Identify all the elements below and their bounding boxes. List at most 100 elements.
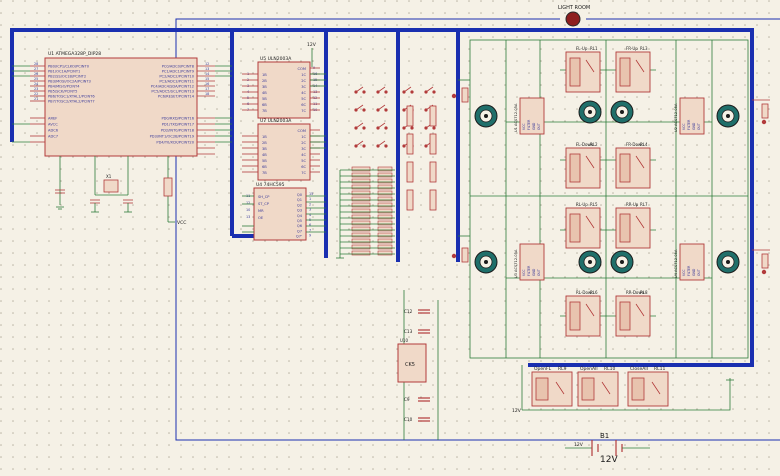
resistor-network — [351, 166, 371, 172]
mcu-pin-stubs — [30, 65, 215, 155]
sensor-pin-label: OUT — [537, 269, 541, 276]
mcu-pin-number: 21 — [34, 97, 38, 101]
right-edge-switches — [752, 99, 770, 275]
relay-ref: RL1 — [590, 46, 598, 51]
switch-contact — [384, 90, 388, 94]
motor-icon — [474, 250, 498, 274]
relay-ref: RL5 — [590, 202, 598, 207]
mcu-pin-label: ADC7 — [48, 135, 58, 139]
sensor-ref: U2 ACS712-05A — [674, 103, 678, 132]
capacitor-ref: C9 — [404, 397, 410, 402]
mcu-pin-label: PB1/OC1A/PCINT1 — [48, 70, 80, 74]
mcu-pin-label: PC6/RESET/PCINT14 — [158, 95, 195, 99]
mcu-pin-label: ADC6 — [48, 129, 59, 133]
relay-label: FR-Down — [626, 142, 644, 147]
mcu-pin-label: PB5/SCK/PCINT5 — [48, 90, 77, 94]
shift-register-pin-label: MR — [258, 209, 264, 213]
driver-pin-label: 2C — [301, 141, 306, 145]
regulator-label: U10 — [400, 338, 408, 343]
driver-top-voltage: 12V — [307, 42, 317, 48]
shift-register-pin-number: 2 — [309, 202, 311, 206]
mcu-pin-label: AVCC — [48, 123, 58, 127]
switch-matrix — [351, 86, 437, 256]
driver-pin-label: 3B — [262, 147, 267, 151]
relay-coil — [619, 301, 631, 331]
mcu-pin-label: PB2/SS/OC1B/PCINT2 — [48, 75, 86, 79]
mcu-pin-number: 18 — [205, 92, 209, 96]
resistor-network — [351, 226, 371, 232]
shift-register-pin-number: 6 — [309, 223, 311, 227]
mcu-pin-label: PD1/TXD/PCINT17 — [162, 123, 194, 127]
shift-register-pin-label: Q4 — [297, 214, 303, 218]
shift-register-pin-label: Q7' — [296, 235, 302, 239]
relay-label: FR-Up — [626, 46, 638, 51]
sensor-pin-label: GND — [532, 122, 536, 130]
resistor-network — [351, 220, 371, 226]
mcu-pin-number: 16 — [205, 82, 209, 86]
resistor-network — [351, 214, 371, 220]
driver-pin-label: 4B — [262, 91, 267, 95]
relay-label: RR-Up — [626, 202, 639, 207]
resistor-network — [351, 184, 371, 190]
relay-contact — [585, 155, 595, 169]
shift-register-pin-label: Q5 — [297, 219, 302, 223]
sensor-ref: U4 ACS712-05A — [674, 249, 678, 278]
motor-icon — [716, 104, 740, 128]
resistor-network — [377, 232, 393, 238]
light-room-lamp: LIGHT ROOM — [558, 5, 590, 27]
mcu-pin-label: PC0/ADC0/PCINT8 — [162, 65, 195, 69]
left-edge-switches — [451, 87, 469, 263]
resistor-network — [351, 178, 371, 184]
relay-contact — [635, 59, 645, 73]
mcu-pin-label: PC2/ADC2/PCINT10 — [159, 75, 194, 79]
sensor-pin-label: GND — [692, 268, 696, 276]
resistor-network — [377, 202, 393, 208]
driver-pin-label: 1B — [262, 135, 267, 139]
shift-register-pin-number: 13 — [246, 215, 250, 219]
mcu-pin-label: PB4/MISO/PCINT4 — [48, 85, 80, 89]
switch-lever — [377, 122, 386, 129]
shift-register-pin-label: OE — [258, 216, 264, 220]
resistor-network — [377, 178, 393, 184]
relay-ref: RL8 — [640, 290, 648, 295]
driver-pin-label: 5C — [301, 97, 306, 101]
relay-coil — [569, 301, 581, 331]
switch-wires — [336, 169, 395, 259]
resistor-network — [377, 190, 393, 196]
battery-12v-label: 12V — [574, 442, 584, 448]
mcu-title: U1 ATMEGA328P_DIP28 — [48, 51, 101, 57]
switch-lever — [355, 86, 364, 93]
switch-contact — [410, 126, 414, 130]
mcu-pin-number: 26 — [34, 72, 38, 76]
driver-pin-label: 7C — [301, 109, 306, 113]
sensor-pin-label: OUT — [697, 123, 701, 130]
pulldown-resistor — [406, 161, 414, 183]
relay-coil — [569, 57, 581, 87]
relay-contact — [585, 215, 595, 229]
sensor-pin-label: FILTER — [527, 119, 531, 130]
motor-icon — [474, 104, 498, 128]
relay-ref: RL7 — [640, 202, 648, 207]
relay-label: FL-Up — [576, 46, 588, 51]
switch-contact — [432, 90, 436, 94]
relay-ref: RL3 — [640, 46, 648, 51]
sensor-pin-label: VCC — [522, 269, 526, 276]
resistor-network — [351, 196, 371, 202]
relay-label: FL-Down — [576, 142, 594, 147]
switch-contact — [362, 144, 366, 148]
mcu-pin-number: 24 — [34, 82, 38, 86]
driver-pin-label: COM — [298, 67, 306, 71]
mcu-pin-label: PD3/INT1/OC2B/PCINT19 — [150, 135, 195, 139]
battery: B1 12V 12V — [565, 432, 650, 465]
battery-value: 12V — [600, 455, 618, 465]
